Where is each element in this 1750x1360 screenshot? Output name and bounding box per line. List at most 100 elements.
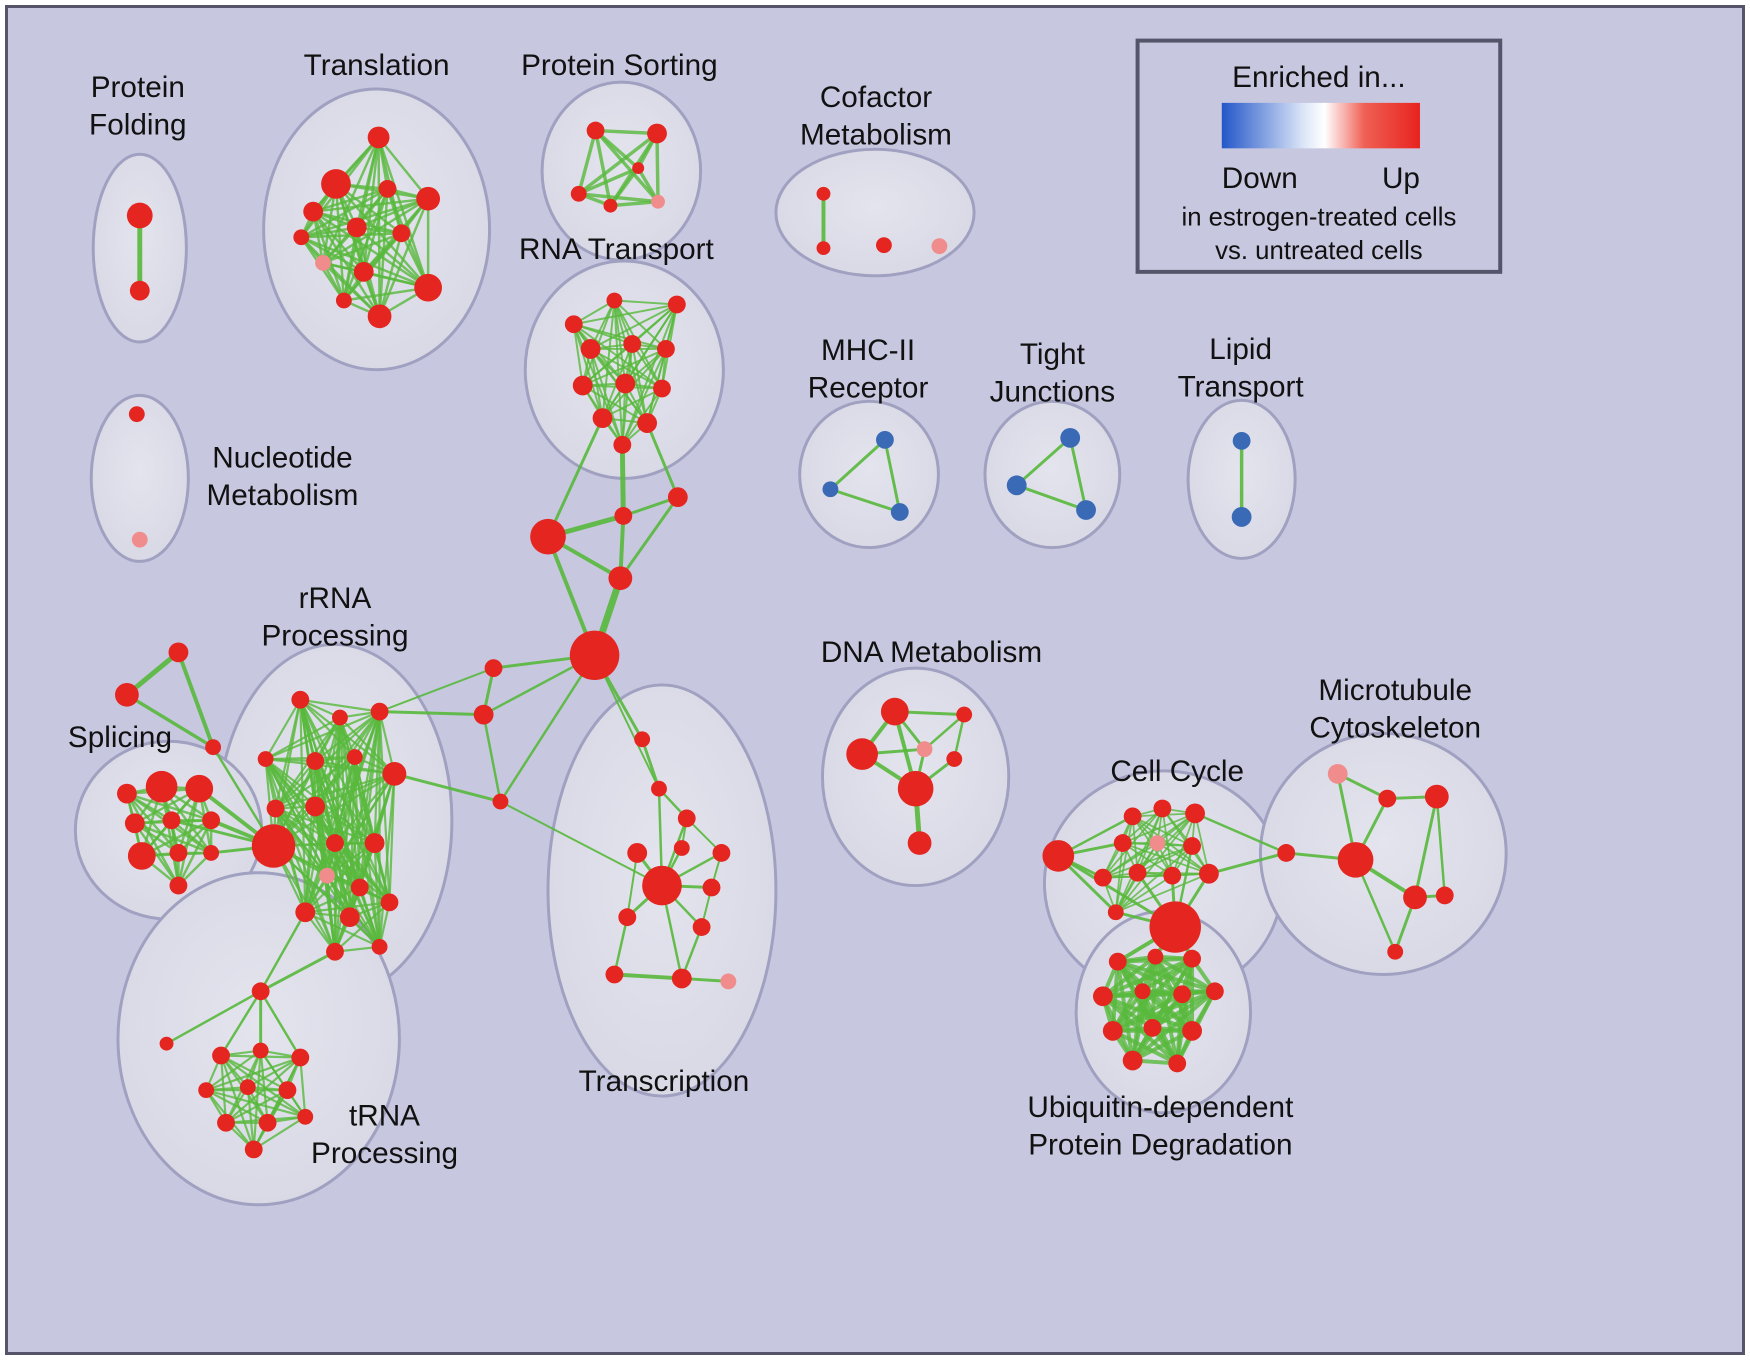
gene-set-node-translation xyxy=(335,292,352,309)
gene-set-node-protein-folding xyxy=(126,202,153,229)
network-edge xyxy=(377,136,430,200)
network-edge xyxy=(304,886,361,914)
gene-set-node-translation xyxy=(293,229,310,246)
network-edge xyxy=(125,792,213,822)
node-layer xyxy=(115,121,1454,1159)
gene-set-node-rna-transport xyxy=(572,375,593,396)
gene-set-node-cell-cycle xyxy=(1042,840,1075,872)
network-edge xyxy=(1100,956,1195,999)
gene-set-node-trna-processing xyxy=(291,1048,310,1067)
network-edge xyxy=(589,303,678,350)
gene-set-node-rna-transport xyxy=(623,335,642,353)
network-edge xyxy=(378,197,430,318)
network-edge xyxy=(499,654,596,803)
network-edge xyxy=(923,713,966,751)
gene-set-node-rna-transport xyxy=(564,315,583,334)
gene-set-node-trna-processing xyxy=(244,1140,263,1159)
network-edge xyxy=(1194,812,1210,875)
network-edge xyxy=(1102,845,1193,879)
network-edge xyxy=(655,131,660,204)
network-edge xyxy=(1136,845,1193,874)
network-edge xyxy=(246,1086,307,1118)
network-edge xyxy=(325,874,337,953)
network-edge xyxy=(613,299,678,306)
gene-set-node-cofactor-metabolism xyxy=(816,186,831,201)
network-edge xyxy=(342,187,389,302)
gene-set-node-splicing xyxy=(127,842,156,870)
gene-set-node-translation xyxy=(315,255,332,271)
gene-set-node-splicing-satellite xyxy=(168,642,189,663)
gene-set-node-trna-processing xyxy=(239,1079,256,1096)
network-edge xyxy=(333,772,396,845)
network-edge xyxy=(264,710,381,761)
gene-set-node-microtubule-cytoskeleton xyxy=(1277,844,1296,862)
cluster-label-microtubule-cytoskeleton: Microtubule xyxy=(1318,674,1472,707)
gene-set-node-dna-metabolism xyxy=(897,770,934,807)
gene-set-node-trna-processing xyxy=(258,1113,277,1132)
gene-set-node-cell-cycle xyxy=(1163,866,1182,885)
gene-set-node-microtubule-cytoskeleton xyxy=(1424,784,1449,809)
label-layer: ProteinFoldingNucleotideMetabolismTransl… xyxy=(68,38,1503,1170)
gene-set-node-backbone xyxy=(530,518,566,555)
network-edge xyxy=(314,805,376,845)
network-edge xyxy=(378,232,403,318)
gene-set-node-transcription xyxy=(702,878,721,897)
cluster-label-trna-processing: tRNA xyxy=(349,1100,420,1133)
gene-set-node-splicing xyxy=(169,876,188,895)
gene-set-node-ubiquitin-degradation xyxy=(1147,948,1164,965)
gene-set-node-protein-sorting xyxy=(603,198,618,213)
gene-set-node-cell-cycle xyxy=(1107,904,1124,921)
cluster-ellipse-tight-junctions xyxy=(983,399,1122,550)
gene-set-node-rna-transport xyxy=(637,413,658,433)
gene-set-node-rrna-processing xyxy=(295,902,316,923)
gene-set-node-dna-metabolism xyxy=(880,697,909,726)
cluster-label-microtubule-cytoskeleton: Cytoskeleton xyxy=(1309,711,1481,744)
network-edge xyxy=(1207,851,1288,876)
gene-set-node-transcription xyxy=(651,780,667,797)
gene-set-node-ubiquitin-degradation xyxy=(1122,1050,1143,1071)
network-edge xyxy=(593,128,659,136)
network-edge xyxy=(259,950,337,993)
gene-set-node-protein-sorting xyxy=(570,185,587,202)
gene-set-node-rrna-processing xyxy=(339,907,360,928)
gene-set-node-translation xyxy=(416,186,441,211)
network-edge xyxy=(378,772,396,948)
gene-set-node-splicing xyxy=(203,845,220,861)
gene-set-node-cell-cycle xyxy=(1093,868,1112,887)
network-edge xyxy=(576,128,598,196)
gene-set-node-rna-transport xyxy=(613,435,632,454)
gene-set-node-transcription xyxy=(618,908,637,927)
network-edge xyxy=(358,886,381,948)
network-edge xyxy=(259,1049,269,1124)
network-edge xyxy=(581,343,634,387)
network-edge xyxy=(311,197,430,213)
network-edge xyxy=(353,755,361,889)
network-edge xyxy=(165,990,262,1045)
network-edge xyxy=(601,387,663,420)
network-edge xyxy=(546,416,605,539)
network-edge xyxy=(581,384,649,425)
network-edge xyxy=(1114,872,1210,914)
gene-set-node-trna-processing xyxy=(217,1113,235,1132)
network-edge xyxy=(1114,874,1174,914)
gene-set-node-cell-cycle xyxy=(1199,863,1219,884)
gene-set-node-backbone xyxy=(614,507,633,525)
network-edge xyxy=(1015,483,1088,512)
gene-set-node-trna-processing xyxy=(198,1082,215,1099)
network-edge xyxy=(589,347,604,420)
gene-set-node-transcription xyxy=(642,865,682,906)
network-edge xyxy=(640,737,661,791)
network-edge xyxy=(300,197,430,239)
gene-set-node-lipid-transport xyxy=(1232,431,1251,450)
cluster-label-mhc-ii-receptor: MHC-II xyxy=(821,334,915,367)
network-edge xyxy=(593,128,613,208)
legend-box xyxy=(1135,38,1503,274)
network-edge xyxy=(613,915,629,976)
network-edge xyxy=(572,303,678,326)
cluster-ellipse-cofactor-metabolism xyxy=(774,147,976,278)
network-edge xyxy=(613,299,667,350)
gene-set-node-translation xyxy=(303,201,324,222)
gene-set-node-splicing xyxy=(202,811,221,830)
gene-set-node-rrna-processing xyxy=(319,867,335,884)
cluster-label-dna-metabolism: DNA Metabolism xyxy=(821,636,1042,669)
